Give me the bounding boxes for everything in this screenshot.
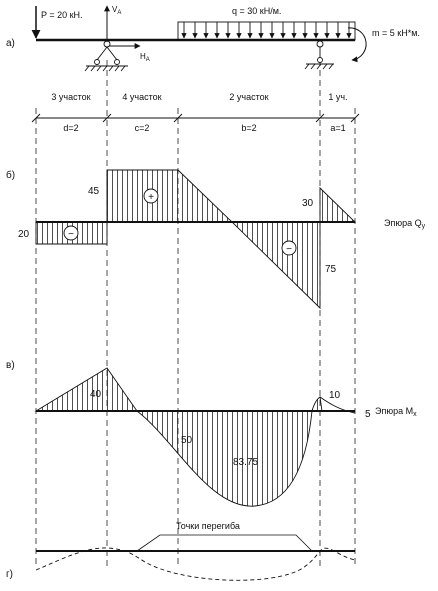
moment-region-right xyxy=(311,396,323,412)
segment-name-4: 4 участок xyxy=(122,92,161,102)
force-label: P = 20 кН. xyxy=(41,10,83,20)
segment-len-b: b=2 xyxy=(241,123,256,133)
sign-minus-right: − xyxy=(281,240,297,256)
shear-region-right xyxy=(319,186,357,223)
segment-name-1: 1 уч. xyxy=(328,92,347,102)
row-label-b: б) xyxy=(6,169,15,181)
inflection-leader xyxy=(136,534,313,552)
svg-text:−: − xyxy=(286,244,292,255)
projection-lines xyxy=(35,60,356,568)
sign-minus-left: − xyxy=(63,225,79,241)
dimension-ticks xyxy=(31,113,360,123)
moment-region-left xyxy=(34,367,138,412)
moment-value-5: 5 xyxy=(365,409,371,420)
inflection-label: Точки перегиба xyxy=(176,521,240,531)
reaction-h-label: HA xyxy=(140,52,150,63)
deflection-curve xyxy=(35,547,356,581)
svg-text:−: − xyxy=(68,229,74,240)
segment-name-2: 2 участок xyxy=(229,92,268,102)
segment-name-3: 3 участок xyxy=(51,92,90,102)
deflection-diagram: Точки перегиба xyxy=(35,521,356,581)
moment-diagram: 40 10 5 50 83.75 Эпюра Mx xyxy=(34,367,417,507)
moment-label: m = 5 кН*м. xyxy=(372,28,420,38)
shear-region-negative xyxy=(230,221,321,310)
moment-region-main xyxy=(135,410,313,507)
segment-len-a: a=1 xyxy=(330,123,345,133)
segment-len-d: d=2 xyxy=(63,123,78,133)
moment-value-40: 40 xyxy=(90,389,102,400)
shear-value-20: 20 xyxy=(18,229,30,240)
segment-table: 3 участок 4 участок 2 участок 1 уч. d=2 … xyxy=(31,92,360,133)
beam-scheme: q = 30 кН/м. P = 20 кН. VA HA xyxy=(31,5,420,72)
sign-plus: + xyxy=(143,188,159,204)
moment-tail xyxy=(319,396,356,414)
distributed-load xyxy=(177,21,356,41)
moment-value-83: 83.75 xyxy=(233,457,258,468)
moment-value-50: 50 xyxy=(181,435,193,446)
moment-value-10: 10 xyxy=(329,390,341,401)
moment-arc xyxy=(347,27,367,63)
svg-text:+: + xyxy=(148,192,154,203)
row-label-g: г) xyxy=(6,569,13,580)
distributed-load-label: q = 30 кН/м. xyxy=(232,6,281,16)
shear-region-positive xyxy=(106,169,234,223)
roller-support xyxy=(304,40,334,70)
shear-value-30: 30 xyxy=(302,198,314,209)
shear-diagram: − + − 20 45 30 75 Эпюра Qy xyxy=(18,169,426,310)
shear-value-75: 75 xyxy=(325,264,337,275)
row-label-a: а) xyxy=(6,38,15,49)
shear-value-45: 45 xyxy=(88,186,100,197)
segment-len-c: c=2 xyxy=(135,123,150,133)
shear-title: Эпюра Qy xyxy=(384,218,426,230)
row-label-v: в) xyxy=(6,360,15,371)
moment-title: Эпюра Mx xyxy=(375,406,417,418)
reaction-v-label: VA xyxy=(112,5,121,16)
